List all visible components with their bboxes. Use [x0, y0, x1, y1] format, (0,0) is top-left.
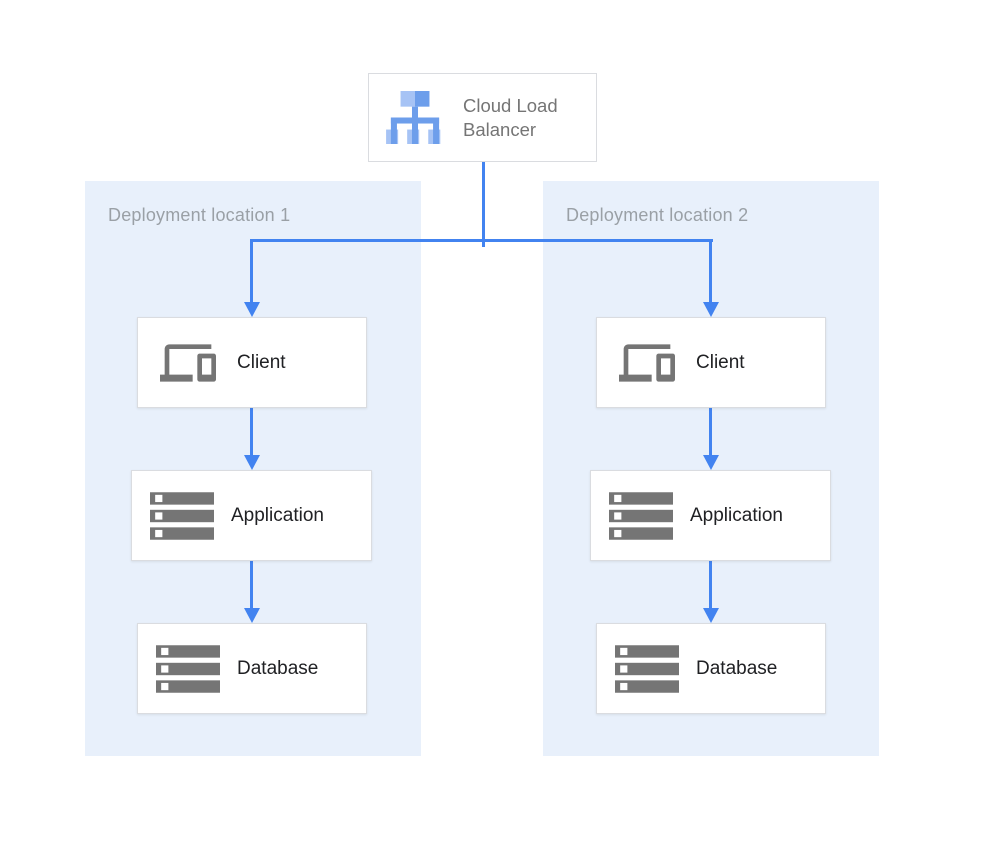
server-stack-icon — [605, 487, 677, 545]
connector-app-db-right — [709, 561, 712, 610]
node-label: Database — [237, 657, 319, 679]
deployment-location-2-label: Deployment location 2 — [566, 205, 749, 225]
node-label: Application — [690, 504, 783, 526]
arrowhead-to-application-right — [703, 455, 719, 470]
client-devices-icon — [152, 334, 224, 392]
connector-lb-stem — [482, 162, 485, 247]
arrowhead-to-client-right — [703, 302, 719, 317]
node-database-1: Database — [137, 623, 367, 714]
node-label: Client — [237, 351, 286, 373]
connector-drop-right — [709, 239, 712, 305]
arrowhead-to-client-left — [244, 302, 260, 317]
load-balancer-icon — [386, 91, 444, 145]
arrowhead-to-database-left — [244, 608, 260, 623]
node-database-2: Database — [596, 623, 826, 714]
node-label: Client — [696, 351, 745, 373]
deployment-location-1-label: Deployment location 1 — [108, 205, 291, 225]
node-client-1: Client — [137, 317, 367, 408]
server-stack-icon — [152, 640, 224, 698]
server-stack-icon — [146, 487, 218, 545]
node-application-2: Application — [590, 470, 831, 561]
connector-client-app-left — [250, 408, 253, 457]
connector-drop-left — [250, 239, 253, 305]
connector-horizontal-branch — [250, 239, 713, 242]
connector-app-db-left — [250, 561, 253, 610]
node-application-1: Application — [131, 470, 372, 561]
node-label: Application — [231, 504, 324, 526]
node-label: Database — [696, 657, 778, 679]
connector-client-app-right — [709, 408, 712, 457]
load-balancer-label: Cloud Load Balancer — [463, 94, 558, 140]
arrowhead-to-application-left — [244, 455, 260, 470]
server-stack-icon — [611, 640, 683, 698]
client-devices-icon — [611, 334, 683, 392]
arrowhead-to-database-right — [703, 608, 719, 623]
node-client-2: Client — [596, 317, 826, 408]
cloud-load-balancer-node: Cloud Load Balancer — [368, 73, 597, 162]
